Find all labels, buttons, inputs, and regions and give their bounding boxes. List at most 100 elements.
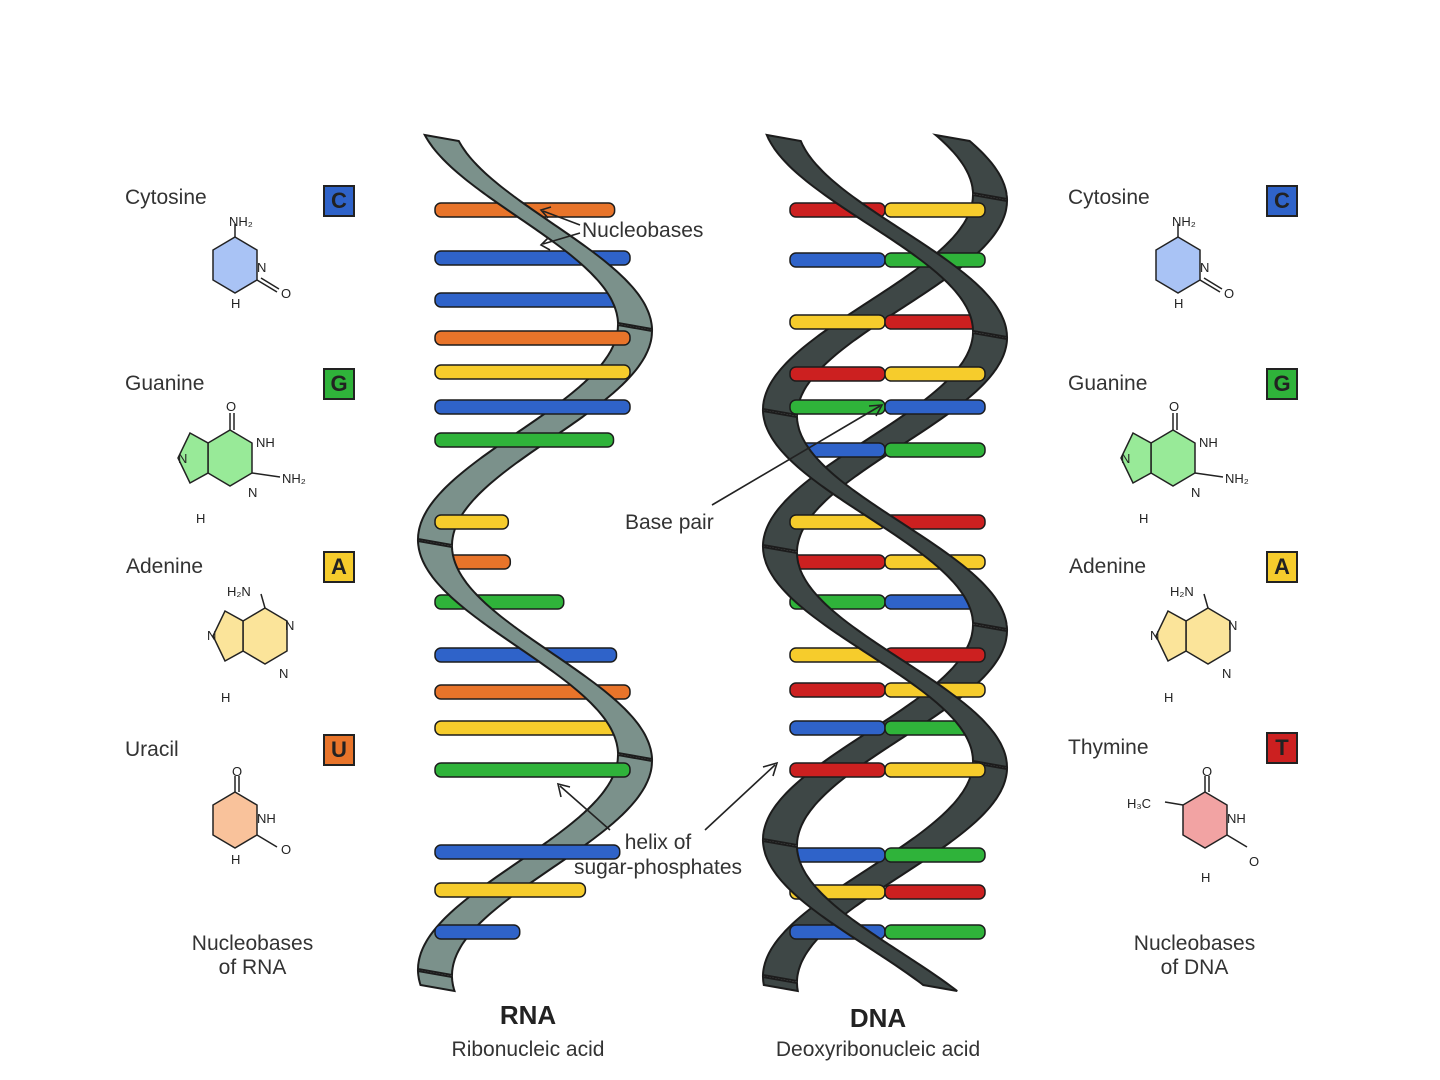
dna-base-right — [884, 442, 986, 458]
uracil-nh-text: NH — [257, 811, 276, 826]
dna-base-right — [884, 762, 986, 778]
arrow-nucleobases-2 — [542, 232, 581, 245]
adenine-five-ring — [212, 609, 244, 663]
arrowhead-helix-rna — [556, 782, 571, 798]
dna-guanine-label: Guanine — [1068, 372, 1148, 395]
base-pair-annotation: Base pair — [625, 511, 714, 534]
guanine-nh-text: NH — [1199, 435, 1218, 450]
dna-front-strand — [761, 133, 1009, 993]
rna-backbone-front-segment — [416, 969, 456, 993]
helix-annotation-line2: sugar-phosphates — [573, 856, 743, 879]
dna-guanine-badge: G — [1266, 368, 1298, 400]
thymine-o-text: O — [1202, 764, 1212, 779]
dna-base-left — [789, 314, 886, 330]
dna-subtitle: Deoxyribonucleic acid — [775, 1038, 981, 1061]
rna-base-bar — [434, 514, 510, 530]
dna-base-right — [884, 924, 986, 940]
cytosine-o-text: O — [1224, 286, 1234, 301]
dna-caption-line2: of DNA — [1160, 956, 1229, 979]
guanine-n2-text: N — [1121, 451, 1130, 466]
dna-base-right — [884, 202, 986, 218]
adenine-n2-text: N — [279, 666, 288, 681]
adenine-h2n-text: H₂N — [1170, 584, 1194, 599]
thymine-nh-text: NH — [1227, 811, 1246, 826]
guanine-nh2-text: NH₂ — [282, 471, 306, 486]
uracil-o2-text: O — [281, 842, 291, 857]
adenine-n2-text: N — [1222, 666, 1231, 681]
cytosine-ring — [1155, 236, 1201, 294]
dna-base-left — [789, 252, 886, 268]
dna-guanine-structure: O NH NH₂ N N H — [1120, 399, 1249, 526]
dna-cytosine-label: Cytosine — [1068, 186, 1150, 209]
guanine-five-ring — [177, 431, 209, 485]
uracil-ring — [212, 791, 258, 849]
cytosine-n-text: N — [257, 260, 266, 275]
adenine-six-ring — [1185, 607, 1231, 665]
guanine-n2-text: N — [178, 451, 187, 466]
guanine-six-ring — [207, 429, 253, 487]
thymine-h-text: H — [1201, 870, 1210, 885]
rna-title: RNA — [499, 1000, 557, 1030]
nucleobases-annotation: Nucleobases — [582, 219, 704, 242]
dna-base-left — [789, 847, 886, 863]
dna-backbone-a-front-segment — [761, 545, 1009, 769]
adenine-h2n-text: H₂N — [227, 584, 251, 599]
rna-backbone-front-segment — [422, 133, 654, 331]
cytosine-nh2-text: NH₂ — [229, 214, 253, 229]
dna-backbone-b-front-segment — [761, 409, 1009, 631]
cytosine-h-text: H — [1174, 296, 1183, 311]
dna-base-pair-bars — [789, 202, 986, 940]
dna-nucleobases-caption: Nucleobases of DNA — [1092, 932, 1297, 980]
rna-base-bar — [434, 720, 631, 736]
rna-adenine-label: Adenine — [126, 555, 204, 578]
arrowhead-nucleobases-1 — [539, 206, 552, 219]
rna-nucleobases-caption: Nucleobases of RNA — [150, 932, 355, 980]
dna-thymine-badge: T — [1266, 732, 1298, 764]
adenine-n3-text: N — [1150, 628, 1159, 643]
arrowhead-nucleobases-2 — [539, 237, 551, 251]
adenine-n-text: N — [1228, 618, 1237, 633]
dna-base-left — [789, 720, 886, 736]
rna-cytosine-label: Cytosine — [125, 186, 207, 209]
rna-base-bar — [434, 399, 631, 415]
rna-base-bar — [434, 762, 631, 778]
rna-adenine-badge: A — [323, 551, 355, 583]
rna-guanine-badge: G — [323, 368, 355, 400]
dna-adenine-label: Adenine — [1069, 555, 1147, 578]
dna-thymine-label: Thymine — [1068, 736, 1149, 759]
uracil-o-text: O — [232, 764, 242, 779]
rna-base-bar — [434, 432, 615, 448]
rna-base-bar — [434, 924, 521, 940]
adenine-h-text: H — [221, 690, 230, 705]
rna-base-bar — [434, 330, 631, 346]
dna-cytosine-structure: NH₂ N H O — [1155, 214, 1234, 311]
adenine-five-ring — [1155, 609, 1187, 663]
dna-caption-line1: Nucleobases — [1133, 932, 1256, 955]
dna-base-left — [789, 682, 886, 698]
arrow-nucleobases-1 — [542, 210, 581, 226]
dna-base-right — [884, 884, 986, 900]
guanine-nh-text: NH — [256, 435, 275, 450]
rna-uracil-badge: U — [323, 734, 355, 766]
dna-base-left — [789, 366, 886, 382]
rna-caption-line2: of RNA — [218, 956, 287, 979]
dna-base-left — [789, 554, 886, 570]
thymine-h3c-text: H₃C — [1127, 796, 1151, 811]
rna-base-bar — [434, 844, 621, 860]
dna-title: DNA — [849, 1003, 907, 1033]
adenine-n-text: N — [285, 618, 294, 633]
rna-subtitle: Ribonucleic acid — [451, 1038, 605, 1061]
dna-base-right — [884, 847, 986, 863]
thymine-ring — [1182, 791, 1228, 849]
rna-backbone-back-segment — [416, 753, 654, 977]
dna-adenine-structure: H₂N N N N H — [1150, 584, 1237, 705]
adenine-six-ring — [242, 607, 288, 665]
arrow-helix-dna — [704, 764, 776, 831]
dna-thymine-structure: O H₃C NH O H — [1127, 764, 1259, 885]
dna-backbone-b-front-segment — [761, 839, 958, 992]
guanine-five-ring — [1120, 431, 1152, 485]
annotation-arrows — [539, 206, 884, 831]
rna-front-strand — [416, 133, 654, 993]
rna-caption-line1: Nucleobases — [191, 932, 314, 955]
